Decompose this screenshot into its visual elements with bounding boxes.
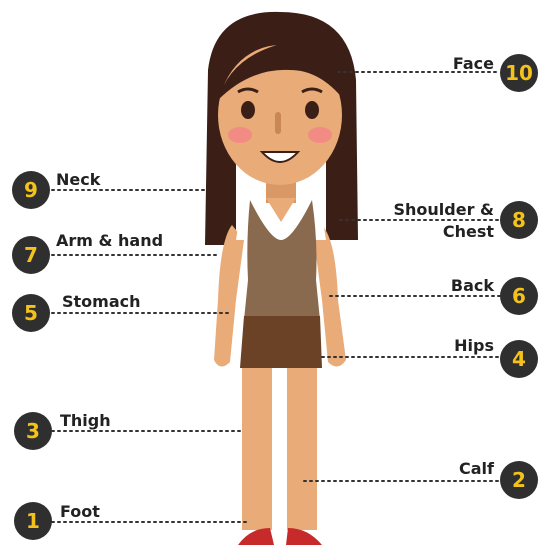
badge-face: 10: [500, 54, 538, 92]
label-face: Face: [440, 55, 494, 73]
label-arm: Arm & hand: [56, 232, 163, 250]
label-shoulder-line2: Chest: [370, 223, 494, 241]
label-calf: Calf: [420, 460, 494, 478]
badge-stomach: 5: [12, 294, 50, 332]
label-hips: Hips: [420, 337, 494, 355]
label-back: Back: [420, 277, 494, 295]
label-stomach: Stomach: [62, 293, 141, 311]
badge-foot: 1: [14, 502, 52, 540]
badge-calf: 2: [500, 461, 538, 499]
badge-hips: 4: [500, 340, 538, 378]
badge-arm: 7: [12, 236, 50, 274]
label-neck: Neck: [56, 171, 100, 189]
badge-thigh: 3: [14, 412, 52, 450]
label-thigh: Thigh: [60, 412, 111, 430]
label-shoulder-line1: Shoulder &: [370, 201, 494, 219]
badge-neck: 9: [12, 171, 50, 209]
badge-back: 6: [500, 277, 538, 315]
badge-shoulder: 8: [500, 201, 538, 239]
label-foot: Foot: [60, 503, 100, 521]
